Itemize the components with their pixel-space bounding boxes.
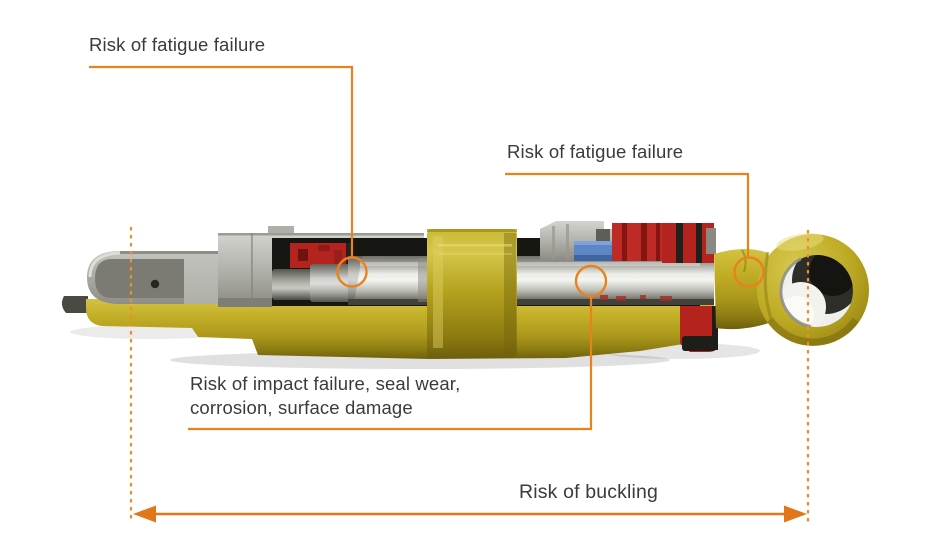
label-impact-line1: Risk of impact failure, seal wear, <box>190 373 461 394</box>
piston-rod <box>348 256 714 305</box>
callout-line-fatigue-left <box>89 65 354 257</box>
risk-circle-fatigue-left <box>336 256 368 288</box>
rod-neck <box>714 248 772 330</box>
callout-line-fatigue-right <box>505 172 750 257</box>
cushion-spear <box>272 264 356 302</box>
arrowhead-right <box>784 505 807 523</box>
callout-line-impact <box>188 297 593 431</box>
label-impact-line2: corrosion, surface damage <box>190 396 413 418</box>
label-fatigue-right: Risk of fatigue failure <box>507 141 684 162</box>
risk-circle-impact <box>574 264 608 298</box>
risk-circle-fatigue-right <box>733 256 765 288</box>
annotations <box>89 65 810 523</box>
cap-head <box>218 226 424 307</box>
label-impact: Risk of impact failure, seal wear, corro… <box>190 372 460 419</box>
arrowhead-left <box>133 505 156 523</box>
cap-end-fitting <box>61 296 88 313</box>
cushion-seal-red <box>290 243 352 268</box>
piston-seal-red <box>612 223 664 261</box>
barrel-collar <box>427 229 517 358</box>
buckling-extent-arrow <box>133 505 807 523</box>
barrel-body <box>86 299 714 359</box>
clevis-end <box>87 251 218 304</box>
label-fatigue-left: Risk of fatigue failure <box>89 34 266 55</box>
clevis-pin-hole <box>150 279 160 289</box>
label-buckling: Risk of buckling <box>519 481 658 503</box>
rod-eye <box>714 233 869 346</box>
rod-gland <box>662 223 718 352</box>
piston-assembly <box>540 221 664 261</box>
